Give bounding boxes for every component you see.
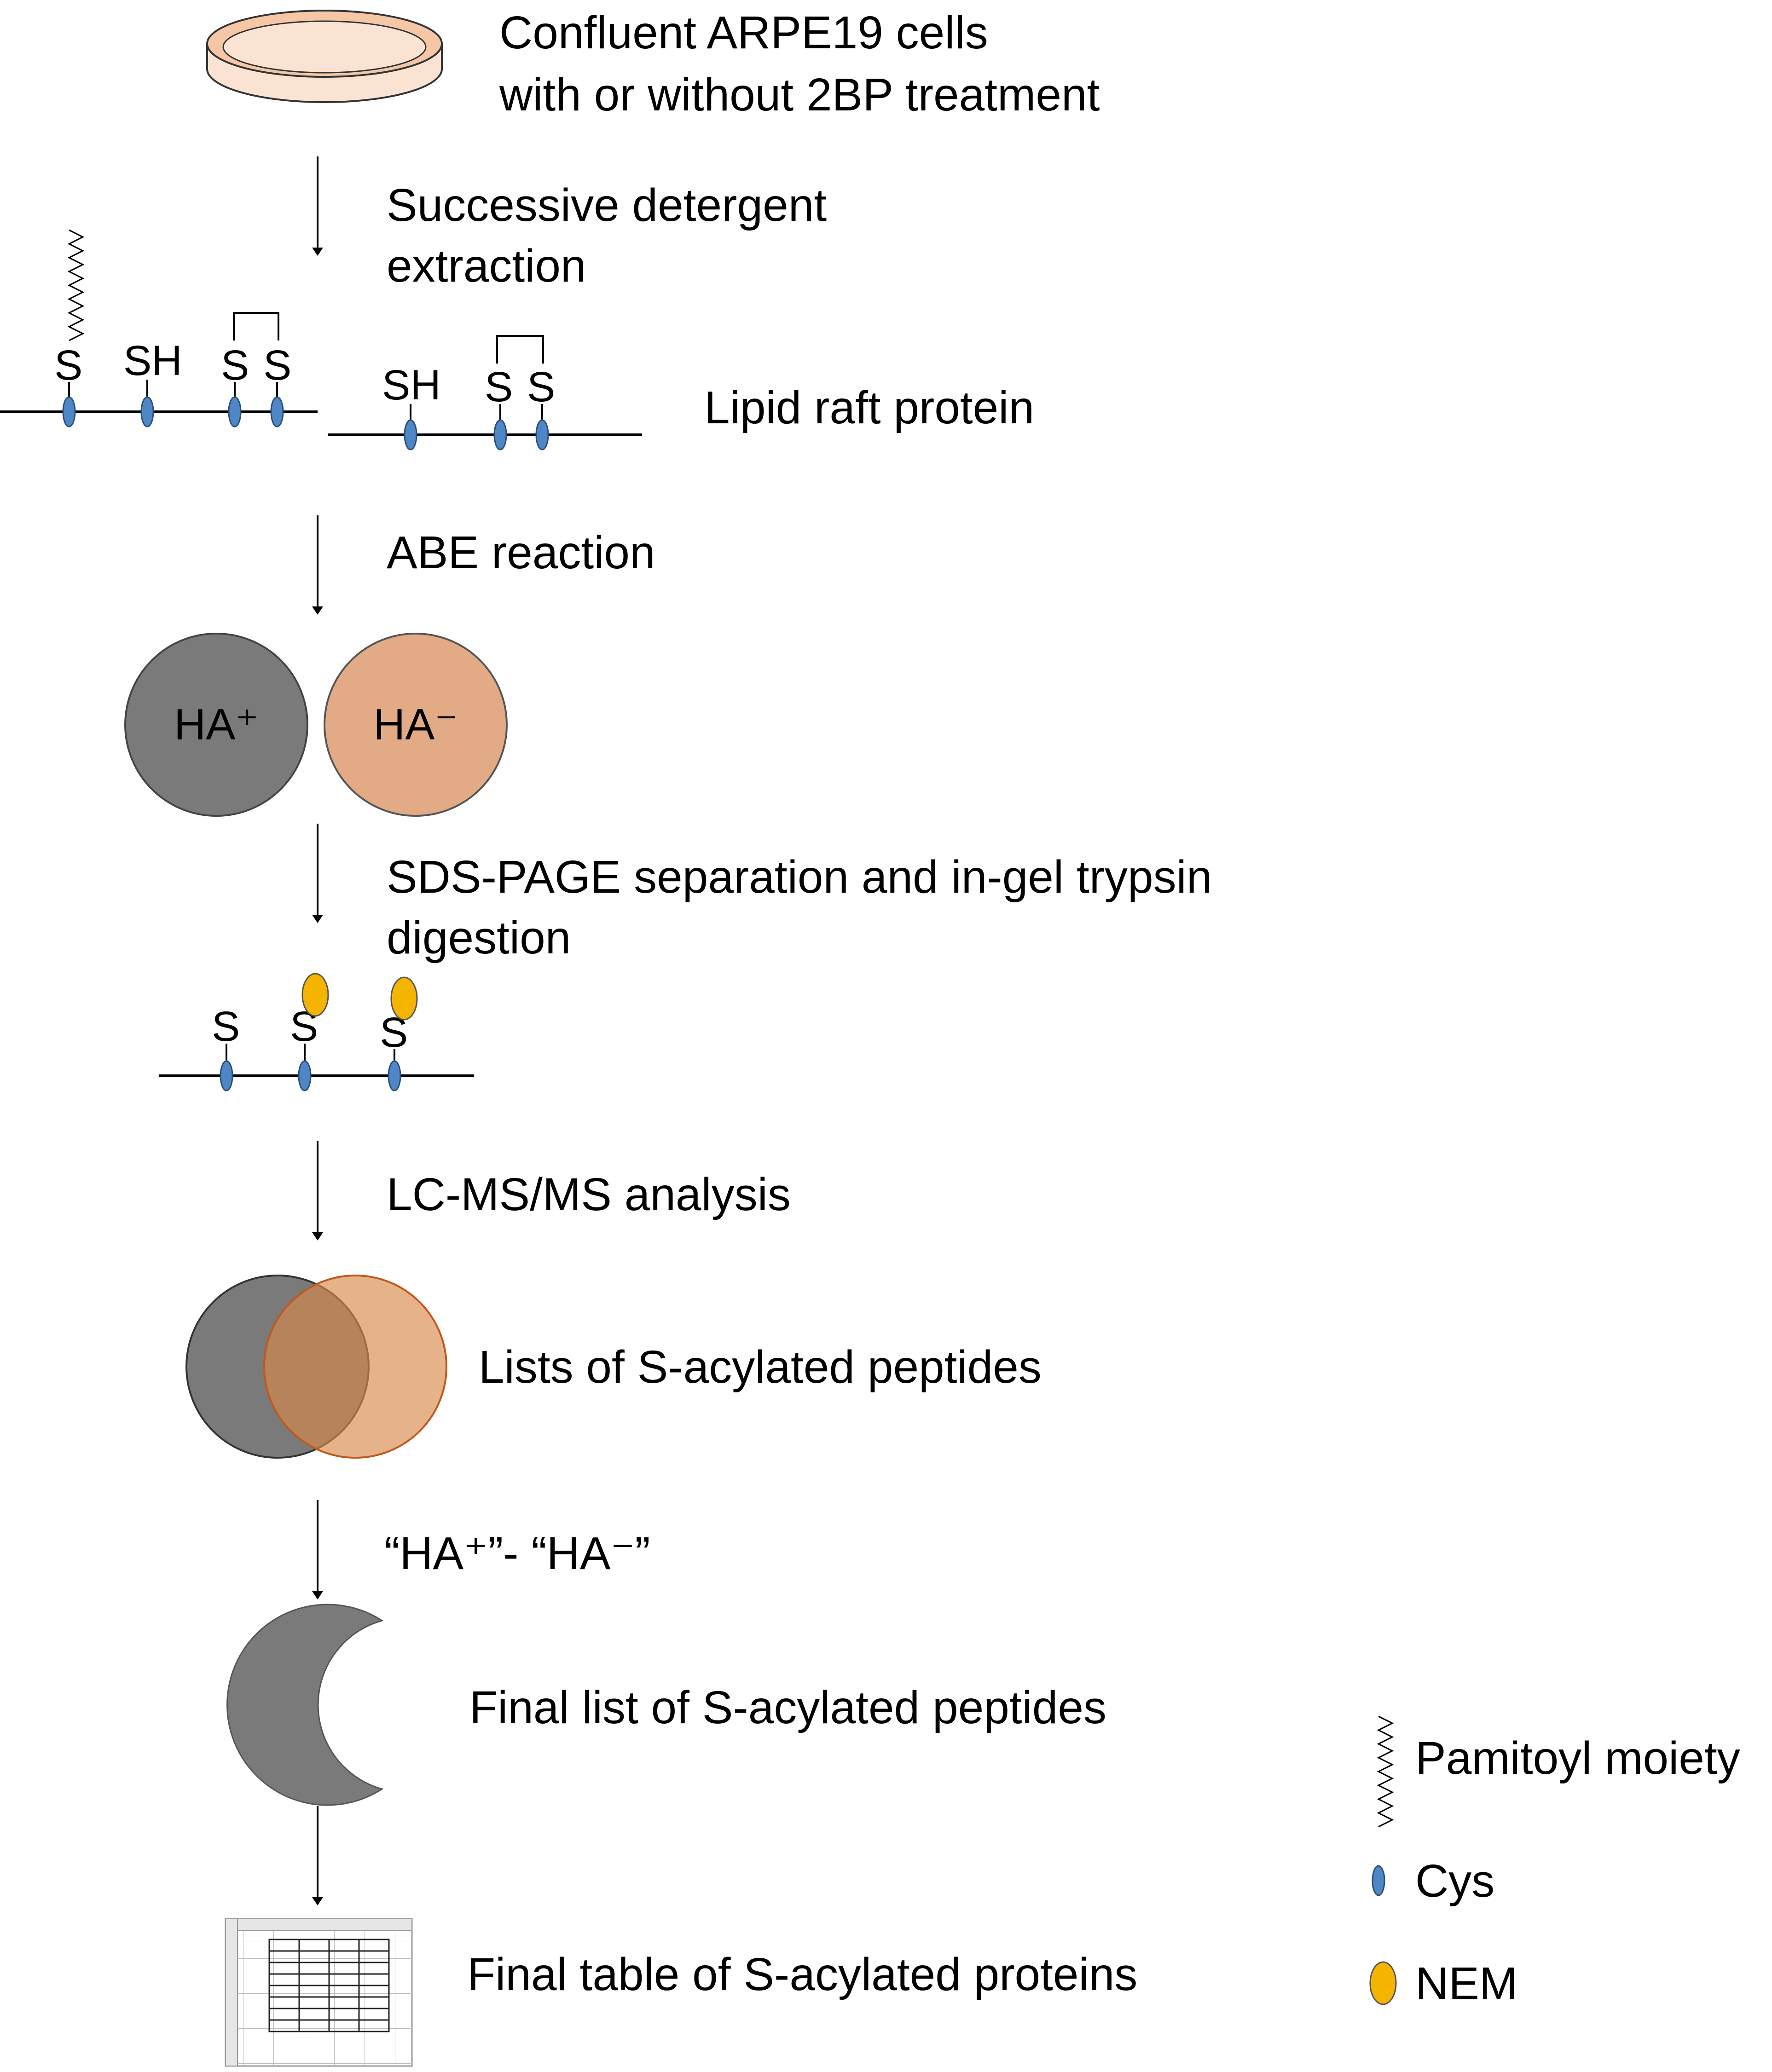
arrow-2: [312, 515, 323, 615]
palmitoyl-legend-icon: [1377, 1715, 1394, 1828]
arrow-4: [312, 1141, 323, 1241]
sulfur-atom: S: [54, 342, 82, 389]
cys-residue: [270, 396, 284, 427]
extraction-label-line1: Successive detergent: [387, 179, 827, 231]
cys-legend-icon: [1372, 1865, 1385, 1896]
final-list-label: Final list of S-acylated peptides: [469, 1682, 1106, 1733]
sulfur-atom: S: [527, 364, 555, 410]
legend: Pamitoyl moiety Cys NEM: [1369, 1715, 1740, 2009]
cys-residue: [220, 1060, 233, 1091]
petri-dish-icon: [206, 10, 443, 103]
arrow-5: [312, 1500, 323, 1599]
sulfur-atom: S: [263, 342, 291, 389]
difference-label: “HA⁺”- “HA⁻”: [384, 1528, 650, 1579]
ha-minus-sample: HA⁻: [324, 633, 508, 817]
ha-plus-label: HA⁺: [174, 700, 259, 749]
cys-residue: [62, 396, 76, 427]
start-label-line1: Confluent ARPE19 cells: [499, 7, 988, 58]
sulfur-atom: S: [221, 342, 249, 389]
lcms-label: LC-MS/MS analysis: [387, 1169, 791, 1220]
lipid-raft-protein-2: SH S S: [328, 335, 642, 450]
start-label-line2: with or without 2BP treatment: [499, 69, 1100, 121]
lists-label: Lists of S-acylated peptides: [479, 1341, 1042, 1393]
thiol-group: SH: [123, 337, 182, 384]
cys-residue: [388, 1060, 401, 1091]
digested-peptide: S S S: [159, 973, 474, 1091]
abe-label: ABE reaction: [387, 527, 655, 578]
final-table-label: Final table of S-acylated proteins: [467, 1949, 1137, 2000]
thiol-group: SH: [382, 362, 441, 409]
extraction-label-line2: extraction: [387, 240, 586, 292]
cys-residue: [493, 419, 507, 450]
sulfur-atom: S: [485, 364, 513, 410]
cys-residue: [404, 419, 417, 450]
nem-label-icon: [390, 976, 418, 1021]
ha-plus-sample: HA⁺: [124, 633, 308, 817]
cys-residue: [228, 396, 242, 427]
crescent-icon: [226, 1604, 384, 1806]
nem-label-icon: [301, 973, 329, 1017]
sds-label-line1: SDS-PAGE separation and in-gel trypsin: [387, 851, 1212, 903]
palmitoyl-chain-icon: [67, 229, 85, 341]
ha-minus-label: HA⁻: [373, 700, 458, 749]
legend-nem-label: NEM: [1415, 1958, 1517, 2009]
lipid-raft-label: Lipid raft protein: [704, 382, 1034, 433]
legend-palmitoyl-label: Pamitoyl moiety: [1415, 1732, 1740, 1784]
arrow-1: [312, 156, 323, 256]
cys-residue: [140, 396, 154, 427]
legend-cys-label: Cys: [1415, 1855, 1494, 1907]
lipid-raft-protein-1: S SH S S: [0, 229, 318, 427]
arrow-3: [312, 824, 323, 923]
sds-label-line2: digestion: [387, 912, 571, 964]
sulfur-atom: S: [212, 1003, 240, 1050]
spreadsheet-icon: [225, 1918, 413, 2067]
cys-residue: [535, 419, 549, 450]
arrow-6: [312, 1806, 323, 1905]
nem-legend-icon: [1369, 1961, 1397, 2005]
peptide-lists-venn: [185, 1275, 447, 1459]
cys-residue: [298, 1060, 312, 1091]
